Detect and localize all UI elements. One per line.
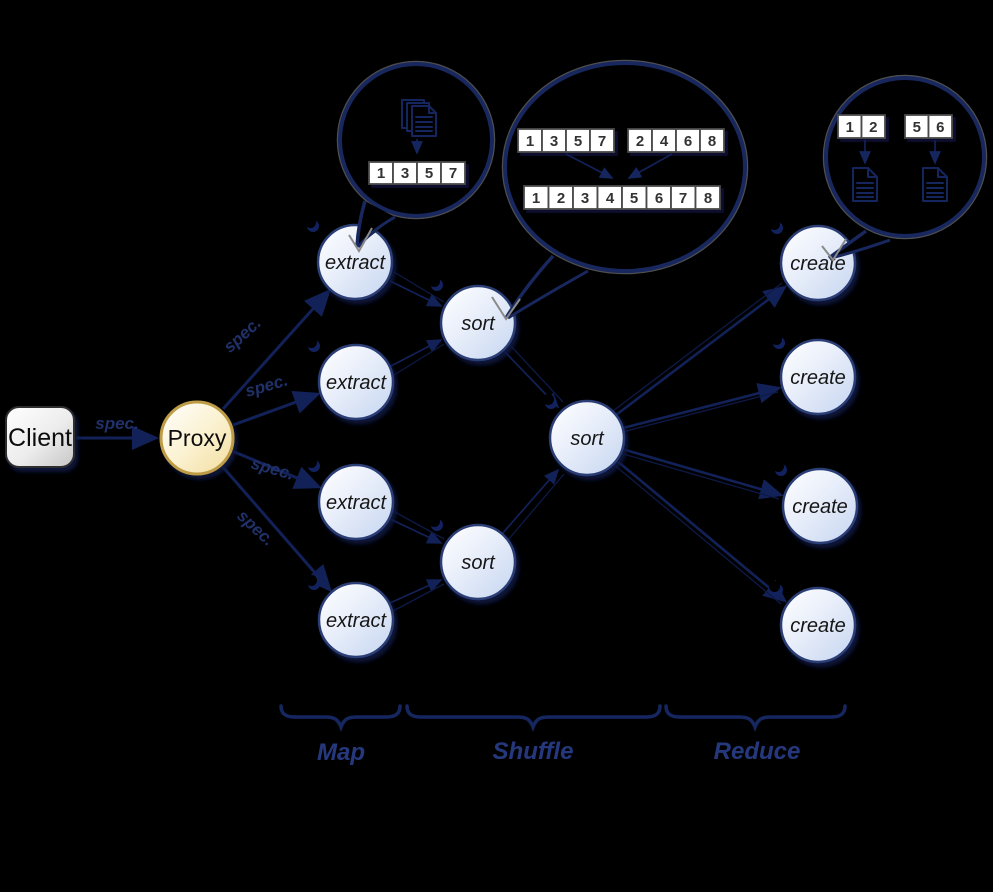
cell-value: 5	[913, 119, 921, 136]
node-label: extract	[326, 610, 387, 632]
map-brace	[279, 704, 402, 732]
spec-label: spec.	[220, 313, 265, 356]
cell-value: 6	[936, 119, 944, 136]
cell-value: 4	[606, 190, 615, 207]
cell-value: 1	[532, 190, 540, 207]
cell-value: 2	[557, 190, 565, 207]
node-extract-4: extract	[317, 581, 395, 659]
spec-label: spec.	[243, 371, 290, 401]
edges-extract-to-sort	[389, 271, 445, 612]
cell-value: 3	[581, 190, 589, 207]
cell-value: 7	[598, 133, 606, 150]
node-label: create	[792, 496, 848, 518]
node-create-4: create	[779, 586, 857, 664]
node-create-1: create	[779, 224, 857, 302]
client-node: Client	[5, 406, 75, 468]
edges-proxy-to-extract	[220, 288, 332, 593]
reduce-brace	[664, 704, 847, 732]
node-label: sort	[461, 313, 496, 335]
node-extract-1: extract	[316, 223, 394, 301]
node-label: extract	[325, 252, 386, 274]
phase-annotations: Map Shuffle Reduce	[279, 704, 847, 766]
cell-value: 2	[636, 133, 644, 150]
spec-label: spec.	[249, 454, 296, 484]
sort-output-array: 1 2 3 4 5 6 7 8	[523, 185, 721, 210]
cell-value: 3	[401, 165, 409, 182]
shuffle-brace	[405, 704, 662, 732]
phase-label-map: Map	[317, 739, 365, 766]
node-extract-3: extract	[317, 463, 395, 541]
cell-value: 7	[449, 165, 457, 182]
node-sort-bottom: sort	[439, 523, 517, 601]
node-create-3: create	[781, 467, 859, 545]
cell-value: 2	[869, 119, 877, 136]
document-stack-icon	[401, 99, 437, 137]
cell-value: 5	[425, 165, 433, 182]
map-input-array: 1 3 5 7	[368, 161, 466, 185]
node-label: extract	[326, 372, 387, 394]
cell-value: 1	[526, 133, 534, 150]
node-label: create	[790, 367, 846, 389]
node-extract-2: extract	[317, 343, 395, 421]
document-icon	[852, 167, 878, 202]
cell-value: 3	[550, 133, 558, 150]
reduce-right-array: 5 6	[904, 114, 953, 139]
spec-label: spec.	[233, 506, 278, 550]
cell-value: 6	[655, 190, 663, 207]
sort-input-left-array: 1 3 5 7	[517, 128, 615, 153]
proxy-label: Proxy	[168, 425, 227, 451]
callout-reduce-output: 1 2 5 6	[821, 74, 988, 262]
node-create-2: create	[779, 338, 857, 416]
callout-sort-merge: 1 3 5 7 2 4 6 8 1 2	[491, 59, 749, 321]
edges-sort-to-create	[611, 282, 788, 605]
cell-value: 1	[846, 119, 854, 136]
node-sort-merge: sort	[548, 399, 626, 477]
cell-value: 4	[660, 133, 669, 150]
cell-value: 8	[708, 133, 716, 150]
reduce-left-array: 1 2	[837, 114, 886, 139]
spec-label: spec.	[95, 414, 138, 433]
cell-value: 8	[704, 190, 712, 207]
node-label: sort	[570, 428, 605, 450]
cell-value: 7	[679, 190, 687, 207]
sort-input-right-array: 2 4 6 8	[627, 128, 725, 153]
node-label: create	[790, 615, 846, 637]
callout-map-input: 1 3 5 7	[336, 60, 496, 253]
phase-label-reduce: Reduce	[714, 738, 801, 765]
client-label: Client	[8, 424, 72, 452]
cell-value: 1	[377, 165, 385, 182]
cell-value: 5	[630, 190, 638, 207]
node-crescent-marks	[305, 217, 787, 596]
node-label: extract	[326, 492, 387, 514]
cell-value: 5	[574, 133, 582, 150]
node-label: sort	[461, 552, 496, 574]
phase-label-shuffle: Shuffle	[493, 738, 574, 765]
node-sort-top: sort	[439, 284, 517, 362]
cell-value: 6	[684, 133, 692, 150]
document-icon	[922, 167, 948, 202]
proxy-node: Proxy	[159, 400, 235, 476]
